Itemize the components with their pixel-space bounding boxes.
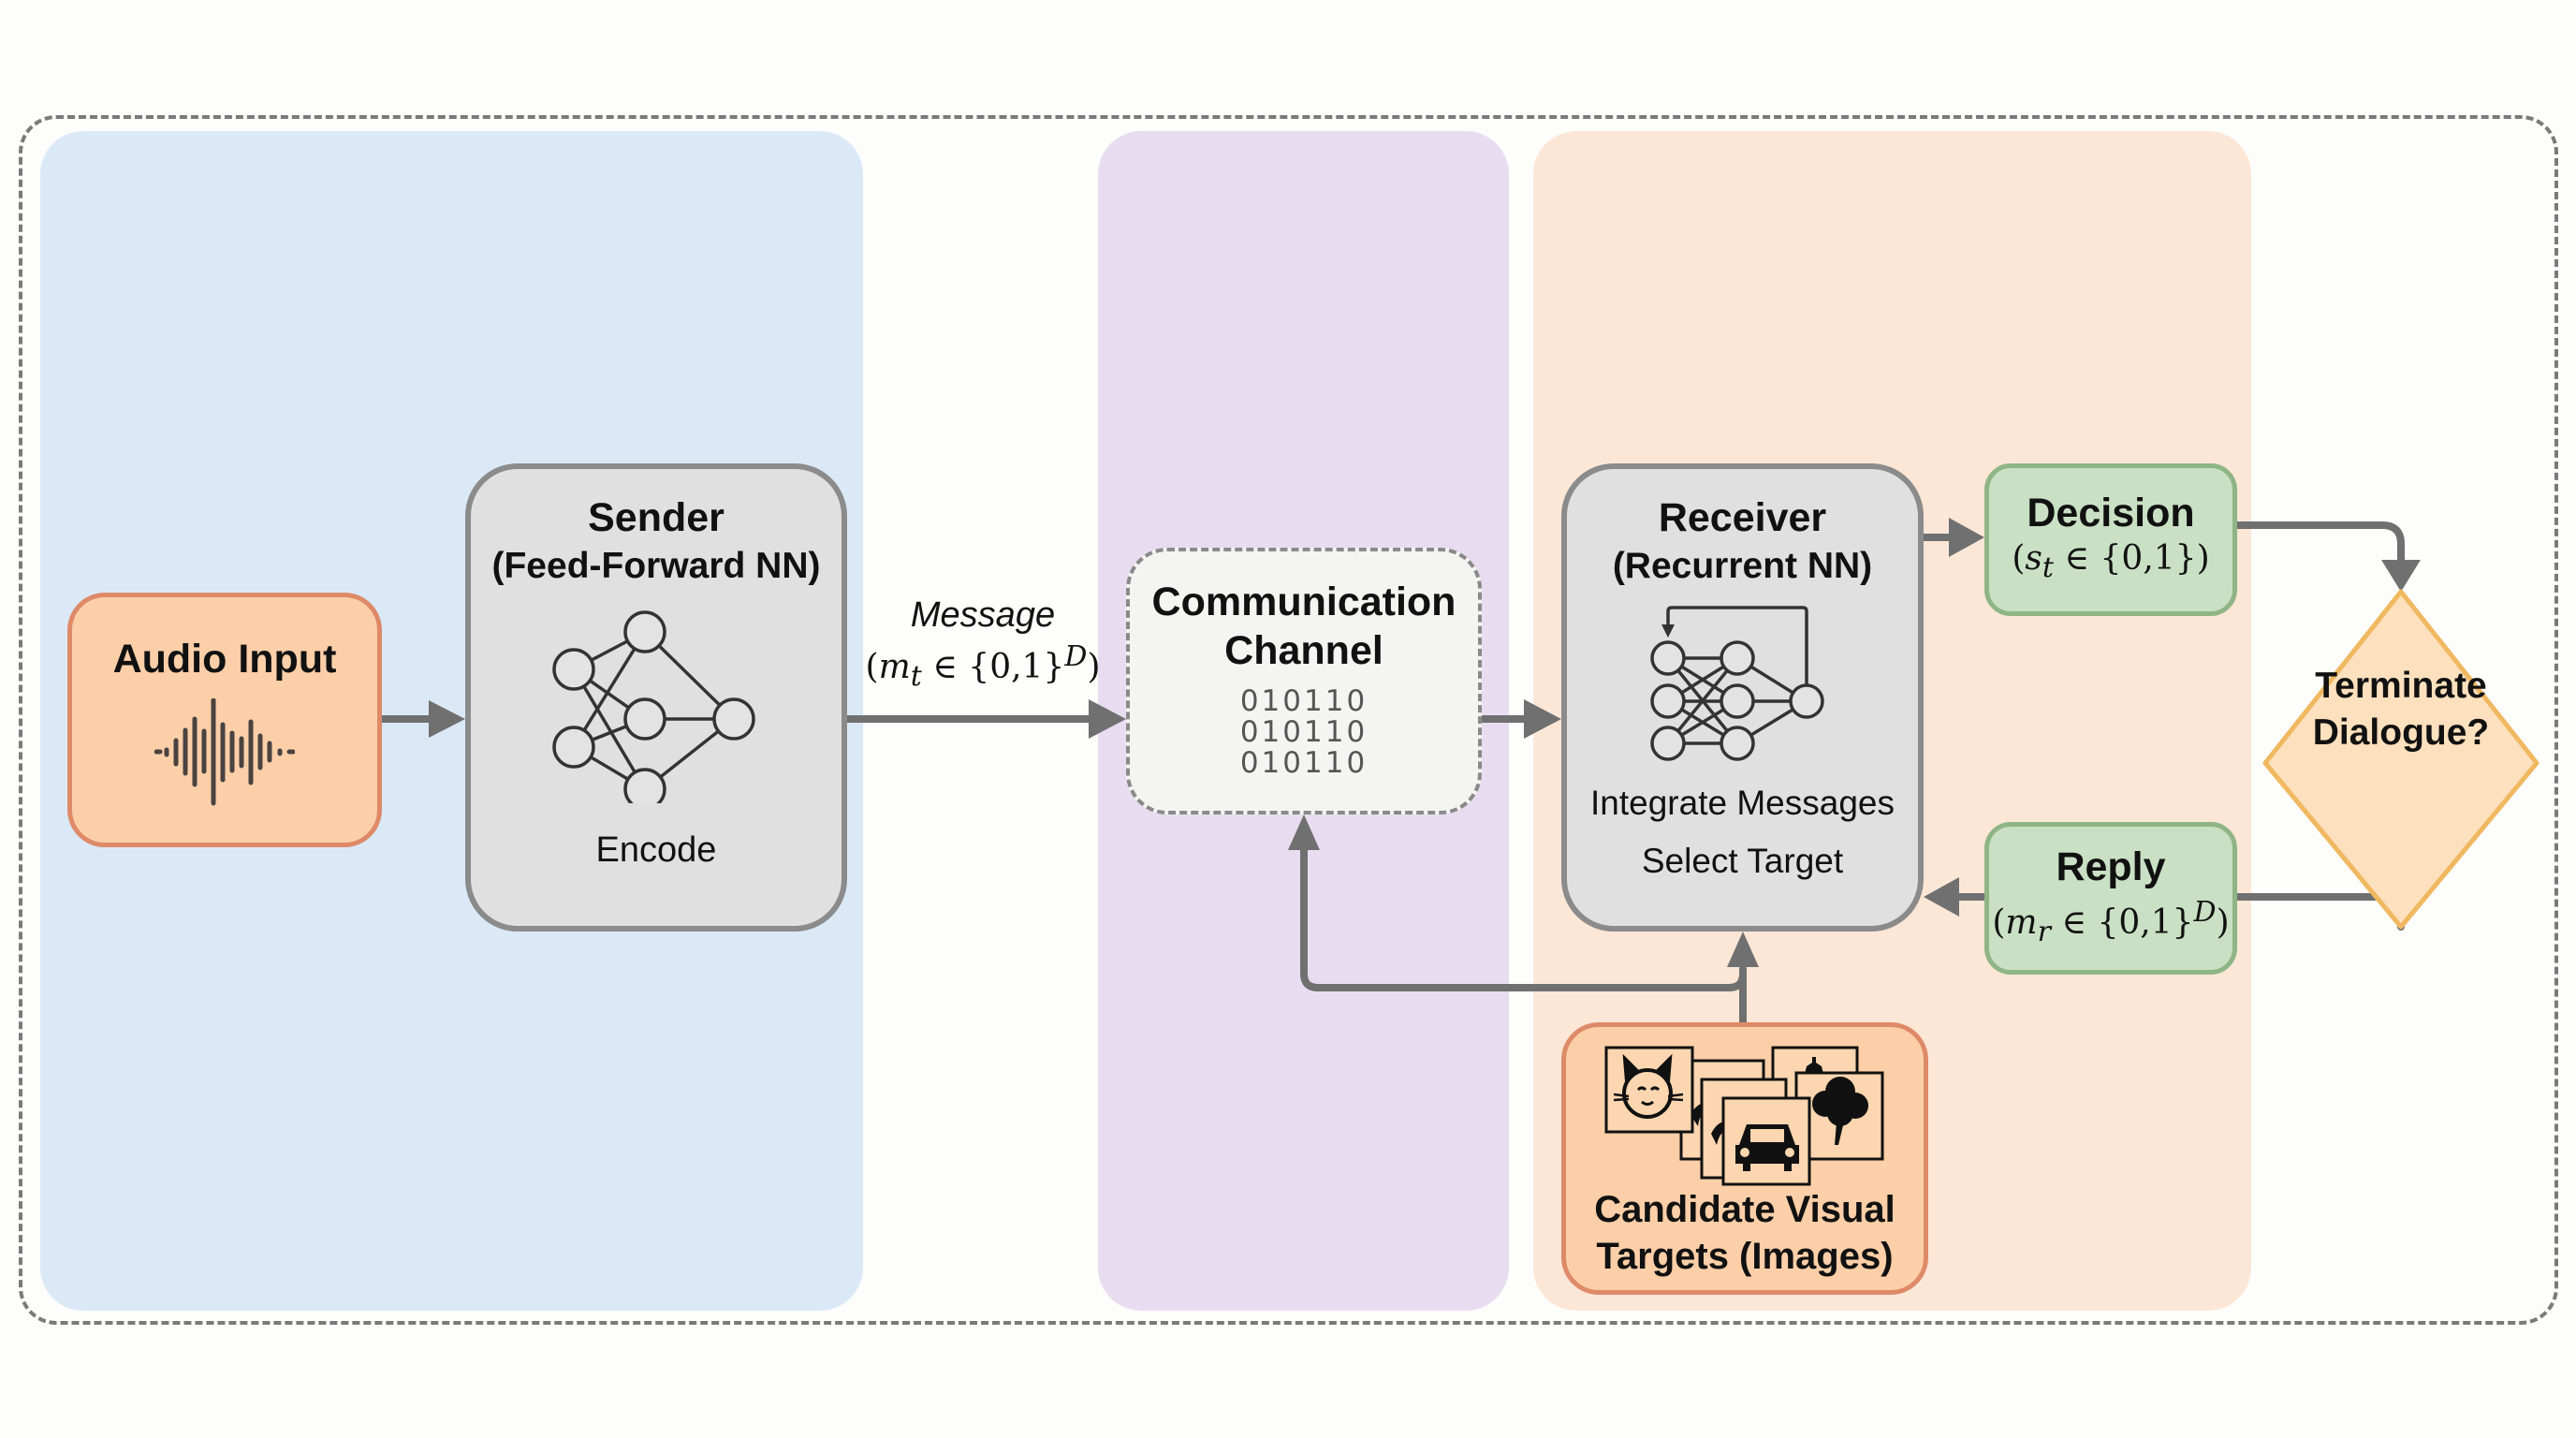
terminate-dialogue-label: Terminate Dialogue? xyxy=(2284,663,2518,756)
arrowhead-reply-to-receiver xyxy=(1924,877,1959,917)
cat-image xyxy=(1604,1046,1694,1134)
paren: ( xyxy=(1992,902,2006,942)
receiver-node: Receiver (Recurrent NN) Integrate Messag… xyxy=(1561,463,1924,932)
feed-forward-network-icon xyxy=(552,610,755,803)
waveform-icon xyxy=(154,698,295,806)
terminate-line2: Dialogue? xyxy=(2312,712,2490,753)
bit-row: 010110 xyxy=(1239,715,1368,749)
message-label: Message xyxy=(910,595,1056,635)
decision-node: Decision (st ∈ {0,1}) xyxy=(1984,463,2237,616)
candidate-visual-targets-node: Candidate Visual Targets (Images) xyxy=(1561,1022,1928,1295)
arrowhead-candidates-to-receiver xyxy=(1727,932,1759,967)
arrowhead-channel-to-receiver xyxy=(1524,699,1561,739)
sender-caption: Encode xyxy=(595,830,717,870)
set: ∈ {0,1} xyxy=(2050,902,2194,942)
car-image xyxy=(1721,1096,1811,1186)
arrowhead-receiver-to-decision xyxy=(1949,518,1984,557)
receiver-caption-2: Select Target xyxy=(1641,842,1844,880)
superscript: D xyxy=(1064,640,1088,673)
var: s xyxy=(2025,539,2042,579)
channel-bits: 010110 010110 010110 xyxy=(1240,686,1368,779)
paren: ) xyxy=(2216,902,2230,942)
terminate-line1: Terminate xyxy=(2315,666,2487,706)
set: ∈ {0,1}) xyxy=(2053,539,2210,579)
candidate-line1: Candidate Visual xyxy=(1594,1189,1895,1230)
reply-node: Reply (mr ∈ {0,1}D) xyxy=(1984,822,2237,975)
reply-title: Reply xyxy=(2056,844,2166,889)
communication-channel-node: Communication Channel 010110 010110 0101… xyxy=(1126,548,1482,814)
message-formula: (mt ∈ {0,1}D) xyxy=(847,636,1119,698)
decision-title: Decision xyxy=(2027,491,2195,536)
bit-row: 010110 xyxy=(1239,684,1368,718)
sender-subtitle: (Feed-Forward NN) xyxy=(491,546,821,586)
candidate-label: Candidate Visual Targets (Images) xyxy=(1566,1186,1924,1280)
arrowhead-candidates-to-channel xyxy=(1288,814,1320,850)
arrowhead-audio-to-sender xyxy=(429,700,465,738)
sender-node: Sender (Feed-Forward NN) Encode xyxy=(465,463,847,932)
audio-input-title: Audio Input xyxy=(112,637,337,682)
set: ∈ {0,1} xyxy=(921,648,1065,686)
receiver-title: Receiver xyxy=(1658,495,1827,540)
reply-formula: (mr ∈ {0,1}D) xyxy=(1992,891,2229,954)
var: m xyxy=(878,648,911,686)
recurrent-network-icon xyxy=(1649,606,1824,761)
superscript: D xyxy=(2193,895,2217,929)
terminate-diamond xyxy=(2262,589,2539,930)
system-boundary xyxy=(19,115,2558,1325)
paren: ( xyxy=(2012,539,2026,579)
arrow-candidates-to-channel xyxy=(1300,844,1747,991)
paren: ( xyxy=(865,648,879,686)
arrow-decision-to-terminate xyxy=(2233,521,2405,565)
channel-title-line2: Channel xyxy=(1224,628,1383,673)
subscript: t xyxy=(910,660,922,694)
paren: ) xyxy=(1087,648,1101,686)
var: m xyxy=(2005,902,2038,942)
decision-formula: (st ∈ {0,1}) xyxy=(2012,537,2209,590)
sender-title: Sender xyxy=(588,495,724,540)
subscript: t xyxy=(2042,551,2054,585)
image-stack-icon xyxy=(1604,1046,1884,1186)
audio-input-node: Audio Input xyxy=(67,593,382,847)
message-edge-label: Message (mt ∈ {0,1}D) xyxy=(847,594,1119,698)
receiver-subtitle: (Recurrent NN) xyxy=(1612,546,1873,586)
subscript: r xyxy=(2037,916,2051,949)
bit-row: 010110 xyxy=(1239,746,1368,780)
arrowhead-sender-to-channel xyxy=(1089,699,1126,739)
arrowhead-decision-to-terminate xyxy=(2381,560,2421,592)
candidate-line2: Targets (Images) xyxy=(1596,1236,1894,1277)
receiver-caption-1: Integrate Messages xyxy=(1590,784,1895,822)
channel-title-line1: Communication xyxy=(1151,580,1456,624)
